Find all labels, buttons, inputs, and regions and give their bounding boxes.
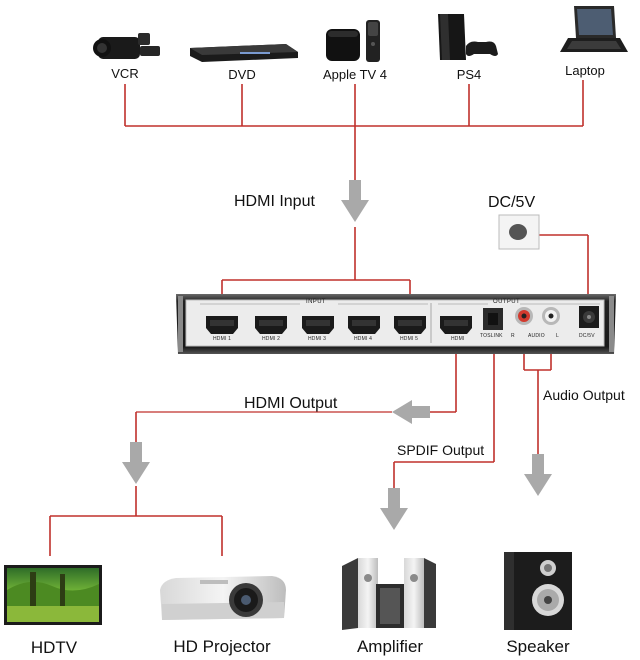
port-label-hdmi-5: HDMI 5 xyxy=(400,336,419,342)
input-bus-wires xyxy=(124,80,584,180)
hdmi-input-arrow xyxy=(341,180,369,222)
input-section-label: INPUT xyxy=(306,299,326,305)
port-label-hdmi-4: HDMI 4 xyxy=(354,336,373,342)
port-label-audio-l: L xyxy=(556,333,559,339)
hdmi-output-port xyxy=(440,316,472,334)
port-label-dc: DC/5V xyxy=(579,333,595,339)
output-label-projector: HD Projector xyxy=(173,637,271,656)
port-label-audio: AUDIO xyxy=(528,333,545,339)
port-label-hdmi-2: HDMI 2 xyxy=(262,336,281,342)
spdif-arrow-down xyxy=(380,488,408,530)
tv-icon xyxy=(4,565,102,625)
source-label-vcr: VCR xyxy=(111,66,139,81)
hdmi-input-label: HDMI Input xyxy=(234,193,315,210)
audio-l-jack xyxy=(542,307,560,325)
audio-output-label: Audio Output xyxy=(543,387,625,403)
hdmi-output-arrow-down xyxy=(122,442,150,484)
source-label-ps4: PS4 xyxy=(456,67,482,82)
speaker-icon xyxy=(504,552,572,630)
output-section-label: OUTPUT xyxy=(493,299,521,305)
spdif-output-label: SPDIF Output xyxy=(397,442,485,458)
port-label-audio-r: R xyxy=(511,333,515,339)
laptop-icon xyxy=(560,6,628,52)
output-label-hdtv: HDTV xyxy=(30,638,78,657)
hdmi-port-4 xyxy=(348,316,380,334)
output-label-amplifier: Amplifier xyxy=(356,637,424,656)
audio-arrow-down xyxy=(524,454,552,496)
hdmi-output-arrow-left xyxy=(392,400,430,424)
hdmi-port-5 xyxy=(394,316,426,334)
toslink-port xyxy=(483,308,503,330)
projector-icon xyxy=(160,576,286,620)
dc-power-plug-icon xyxy=(498,214,540,250)
hdmi-port-3 xyxy=(302,316,334,334)
output-label-speaker: Speaker xyxy=(506,637,570,656)
apple-tv-icon xyxy=(326,20,380,62)
dvd-player-icon xyxy=(190,44,298,62)
port-label-hdmi-3: HDMI 3 xyxy=(308,336,327,342)
game-console-icon xyxy=(438,14,498,60)
port-label-hdmi-out: HDMI xyxy=(451,336,465,342)
audio-r-jack xyxy=(515,307,533,325)
dc-power-label: DC/5V xyxy=(488,194,536,211)
hdmi-port-2 xyxy=(255,316,287,334)
hdmi-output-wire xyxy=(49,340,457,556)
source-label-apple-tv: Apple TV 4 xyxy=(322,67,388,82)
camcorder-icon xyxy=(93,33,160,59)
amplifier-icon xyxy=(342,558,436,630)
dc-port xyxy=(579,306,599,328)
port-label-hdmi-1: HDMI 1 xyxy=(213,336,232,342)
port-label-toslink: TOSLINK xyxy=(480,333,503,339)
source-label-dvd: DVD xyxy=(228,67,256,82)
hdmi-output-label: HDMI Output xyxy=(244,395,338,412)
hdmi-port-1 xyxy=(206,316,238,334)
source-label-laptop: Laptop xyxy=(565,63,605,78)
